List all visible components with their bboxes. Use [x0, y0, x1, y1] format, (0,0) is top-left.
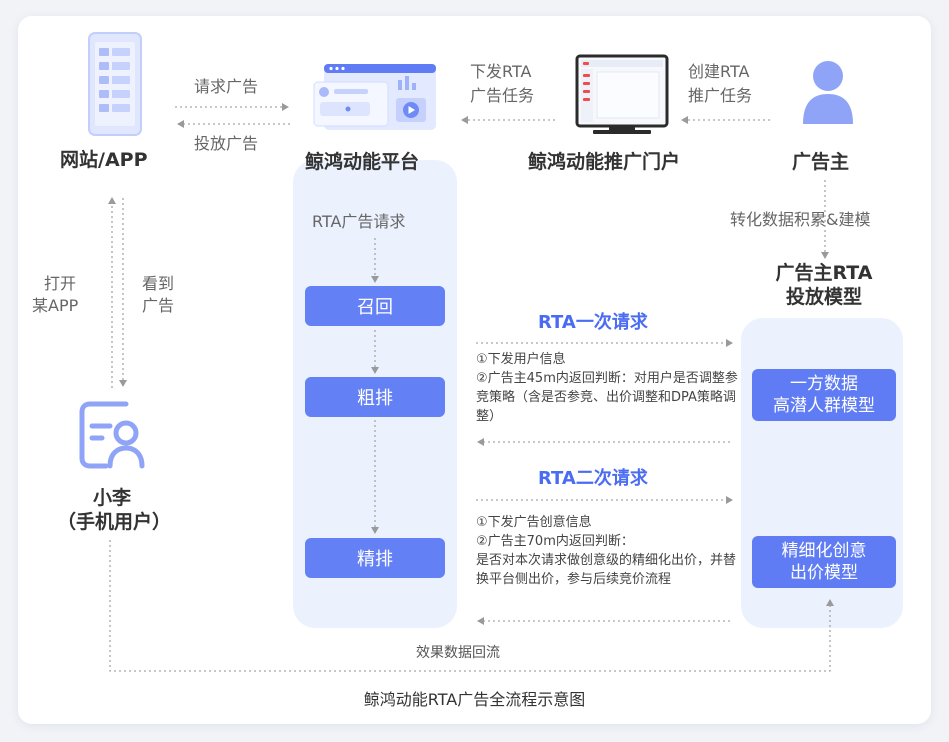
- rta-first-request-info: ①下发用户信息 ②广告主45m内返回判断：对用户是否调整参竞策略（含是否参竞、出…: [476, 351, 738, 426]
- node-platform: 鲸鸿动能平台: [305, 151, 420, 173]
- node-website: 网站/APP: [60, 149, 148, 171]
- rta-second-request-line-2: ②广告主70m内返回判断：: [476, 533, 634, 549]
- rta-first-request-line-1: ①下发用户信息: [476, 352, 566, 367]
- node-portal: 鲸鸿动能推广门户: [528, 151, 681, 173]
- edge-request-ad: 请求广告: [194, 77, 259, 96]
- edge-rta-ad-request: RTA广告请求: [312, 212, 406, 231]
- rta-first-request-title: RTA一次请求: [538, 312, 648, 333]
- rta-second-request-line-3: 是否对本次请求做创意级的精细化出价，并替换平台侧出价，参与后续竞价流程: [476, 552, 737, 587]
- model-bid-line-1: 精细化创意: [781, 540, 867, 561]
- edge-create-rta-2: 推广任务: [688, 86, 753, 105]
- node-user-name: 小李: [93, 487, 132, 509]
- rta-second-request-info: ①下发广告创意信息 ②广告主70m内返回判断： 是否对本次请求做创意级的精细化出…: [476, 514, 738, 589]
- model-first-party-line-1: 一方数据: [790, 373, 858, 394]
- edge-see-ad-1: 看到: [142, 274, 175, 293]
- edge-see-ad-2: 广告: [142, 296, 175, 315]
- node-model-title-1: 广告主RTA: [775, 262, 873, 284]
- model-bid: 精细化创意 出价模型: [752, 536, 896, 588]
- node-advertiser: 广告主: [792, 151, 850, 173]
- edge-issue-rta-1: 下发RTA: [470, 62, 532, 81]
- edge-issue-rta-2: 广告任务: [470, 86, 535, 105]
- rta-second-request-title: RTA二次请求: [538, 468, 648, 489]
- model-first-party-line-2: 高潜人群模型: [773, 396, 875, 416]
- edge-conversion: 转化数据积累&建模: [730, 210, 871, 229]
- edge-open-app-2: 某APP: [32, 296, 79, 315]
- rta-first-request-line-2: ②广告主45m内返回判断：对用户是否调整参竞策略（含是否参竞、出价调整和DPA策…: [476, 370, 738, 424]
- rta-second-request-line-1: ①下发广告创意信息: [476, 515, 592, 530]
- phone-app-icon: [88, 32, 142, 136]
- monitor-portal-icon: [575, 54, 669, 134]
- stage-fine: 精排: [305, 538, 445, 578]
- model-bid-line-2: 出价模型: [790, 563, 858, 583]
- model-first-party: 一方数据 高潜人群模型: [752, 369, 896, 421]
- stage-recall: 召回: [305, 286, 445, 326]
- edge-feedback: 效果数据回流: [416, 645, 500, 661]
- edge-open-app-1: 打开: [44, 274, 77, 293]
- node-user-role: （手机用户）: [57, 511, 172, 533]
- diagram-caption: 鲸鸿动能RTA广告全流程示意图: [363, 690, 586, 709]
- platform-dashboard-icon: [313, 64, 436, 130]
- edge-deliver-ad: 投放广告: [194, 134, 259, 153]
- user-card-icon: [79, 401, 145, 469]
- node-model-title-2: 投放模型: [785, 286, 862, 308]
- edge-create-rta-1: 创建RTA: [688, 62, 750, 81]
- stage-coarse: 粗排: [305, 377, 445, 417]
- person-icon: [803, 61, 853, 124]
